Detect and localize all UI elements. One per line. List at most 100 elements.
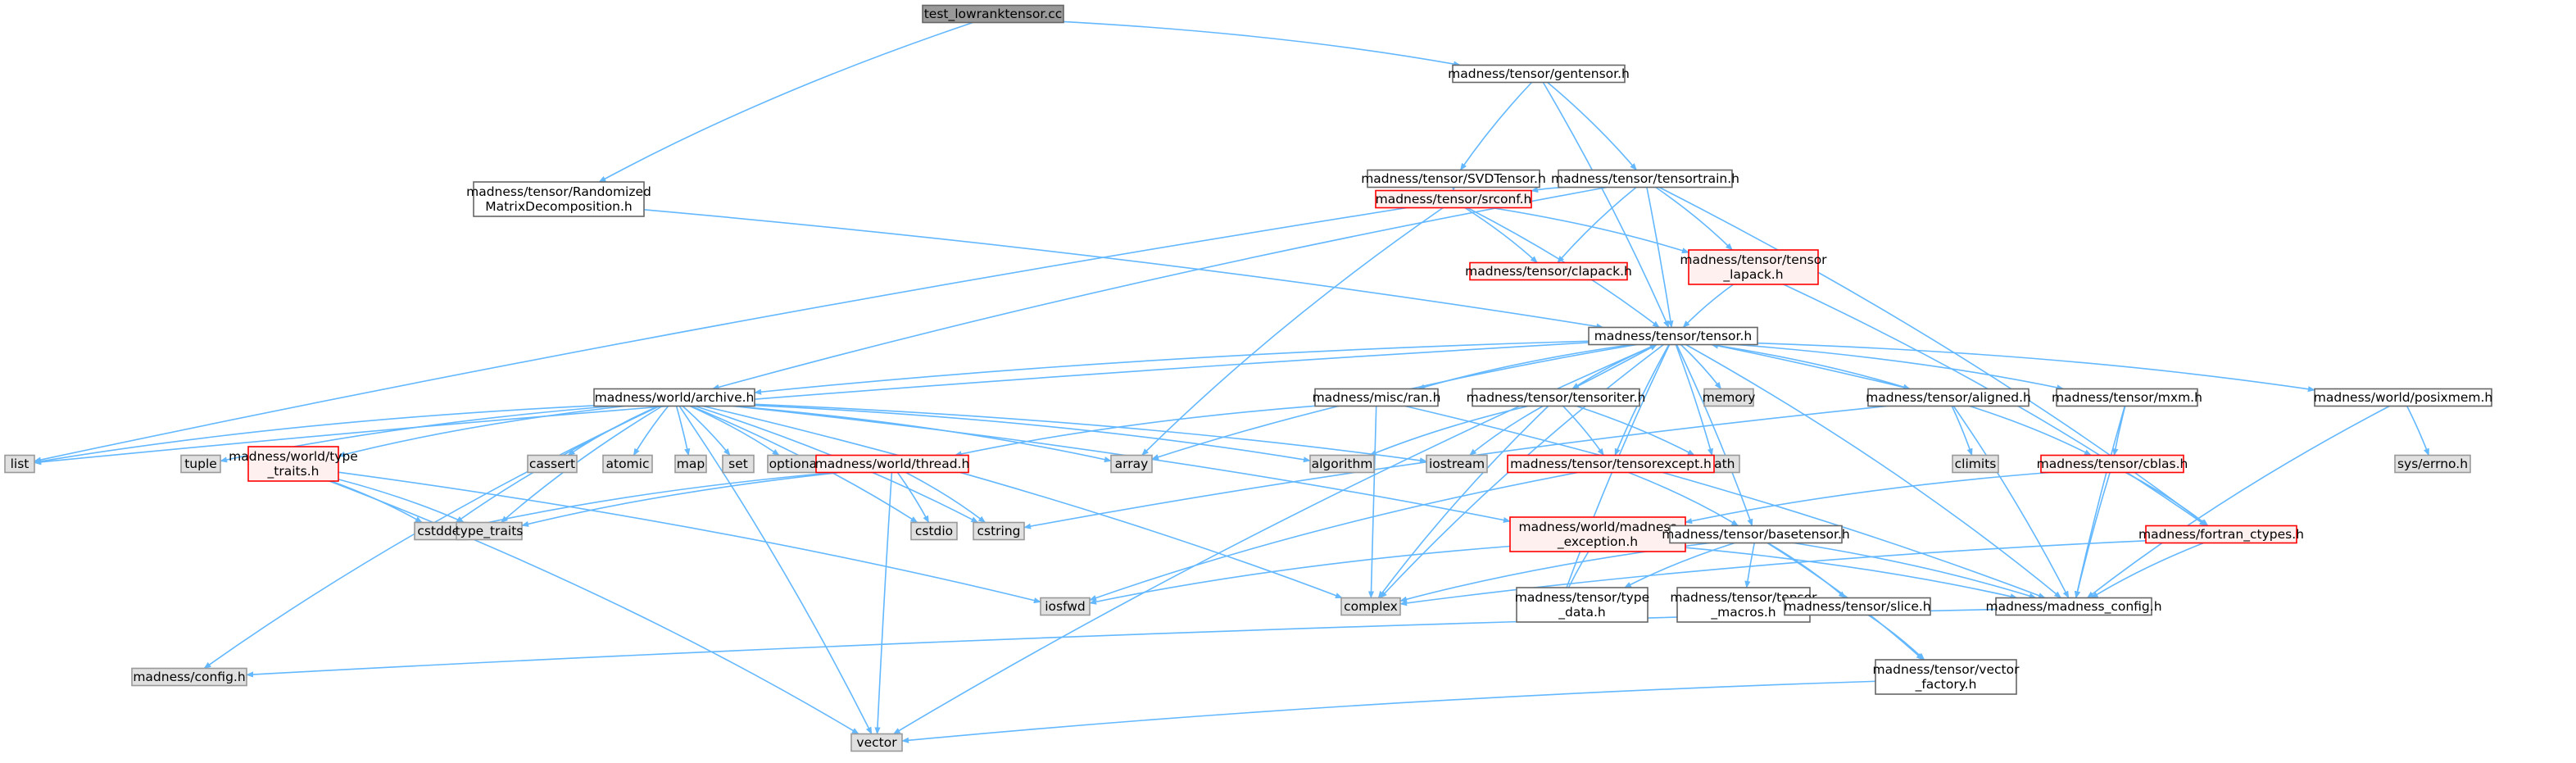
edge-tensor-to-list [34, 342, 1590, 466]
node-label: cstdio [915, 524, 953, 538]
edge-root-to-gentensor [1063, 20, 1462, 67]
node-cstring: cstring [973, 521, 1025, 541]
node-box [1452, 64, 1626, 84]
node-box [1367, 169, 1540, 188]
edge-srconf-to-clapack [1464, 207, 1538, 264]
node-label: madness/config.h [133, 670, 245, 684]
node-box [131, 667, 247, 687]
edge-archive-to-complex [702, 405, 1343, 599]
edge-tensorexcept-to-iosfwd [1089, 471, 1578, 601]
node-rmd[interactable]: madness/tensor/RandomizedMatrixDecomposi… [466, 181, 651, 217]
node-box [1688, 249, 1819, 285]
edge-tensor-to-tensorexcept [1614, 344, 1670, 456]
node-iostream: iostream [1426, 454, 1488, 474]
node-madexcept[interactable]: madness/world/madness_exception.h [1509, 516, 1686, 552]
node-cblas[interactable]: madness/tensor/cblas.h [2037, 454, 2188, 474]
node-slice[interactable]: madness/tensor/slice.h [1784, 597, 1931, 616]
node-label: madness/tensor/srconf.h [1376, 192, 1532, 207]
node-label: iostream [1429, 456, 1485, 471]
edge-tensor-to-archive [754, 340, 1590, 395]
node-tuple: tuple [180, 454, 221, 474]
node-set: set [722, 454, 755, 474]
node-aligned[interactable]: madness/tensor/aligned.h [1866, 388, 2031, 407]
node-srconf[interactable]: madness/tensor/srconf.h [1375, 189, 1532, 209]
node-label: list [11, 456, 29, 471]
edge-cblas-to-madconfig [2075, 472, 2111, 599]
node-tensortrain[interactable]: madness/tensor/tensortrain.h [1551, 169, 1739, 188]
node-box [602, 454, 653, 474]
edge-archive-to-iostream [754, 403, 1427, 464]
node-box [1995, 597, 2152, 616]
node-iosfwd: iosfwd [1040, 597, 1091, 616]
node-tensor[interactable]: madness/tensor/tensor.h [1588, 326, 1758, 346]
node-mxm[interactable]: madness/tensor/mxm.h [2052, 388, 2202, 407]
node-box [1516, 587, 1649, 623]
node-box [722, 454, 755, 474]
node-tensoriter[interactable]: madness/tensor/tensoriter.h [1467, 388, 1646, 407]
node-gentensor[interactable]: madness/tensor/gentensor.h [1448, 64, 1630, 84]
edge-srconf-to-list [34, 207, 1408, 463]
edge-archive-to-optional [689, 405, 780, 456]
edge-tensor-to-basetensor [1676, 344, 1753, 527]
edge-tensoriter-to-cmath [1576, 405, 1695, 456]
node-ran[interactable]: madness/misc/ran.h [1313, 388, 1441, 407]
node-vfactory[interactable]: madness/tensor/vector_factory.h [1873, 659, 2020, 695]
edge-slice-to-vfactory [1867, 614, 1925, 661]
node-label: map [677, 456, 705, 471]
node-tensorlapack[interactable]: madness/tensor/tensor_lapack.h [1680, 249, 1827, 285]
edge-aligned-to-madconfig [1952, 406, 2070, 599]
node-box [1309, 454, 1375, 474]
node-box [456, 521, 523, 541]
node-box [1110, 454, 1153, 474]
edge-madexcept-to-iosfwd [1089, 545, 1511, 605]
node-label: vector [856, 735, 897, 750]
node-box [247, 446, 339, 482]
node-typetraits[interactable]: madness/world/type_traits.h [229, 446, 358, 482]
node-fortran[interactable]: madness/fortran_ctypes.h [2138, 525, 2304, 544]
node-box [1784, 597, 1931, 616]
edge-basetensor-to-typedata [1624, 542, 1735, 588]
node-box [1472, 388, 1640, 407]
node-label: madness/world/type [229, 449, 358, 464]
node-box [910, 521, 958, 541]
node-clapack[interactable]: madness/tensor/clapack.h [1465, 261, 1632, 281]
node-label: madness/world/posixmem.h [2314, 390, 2492, 405]
edge-posixmem-to-madconfig [2086, 405, 2390, 599]
node-tensorexcept[interactable]: madness/tensor/tensorexcept.h [1507, 454, 1715, 474]
node-label: madness/tensor/tensor [1670, 590, 1817, 605]
node-label: atomic [606, 456, 650, 471]
node-box [527, 454, 578, 474]
node-label: madness/tensor/tensoriter.h [1467, 390, 1646, 405]
node-posixmem[interactable]: madness/world/posixmem.h [2314, 388, 2492, 407]
node-basetensor[interactable]: madness/tensor/basetensor.h [1662, 525, 1850, 544]
node-label: madness/tensor/gentensor.h [1448, 66, 1630, 81]
node-array: array [1110, 454, 1153, 474]
node-label: tuple [184, 456, 217, 471]
node-box [2040, 454, 2184, 474]
node-archive[interactable]: madness/world/archive.h [593, 388, 755, 407]
node-label: test_lowranktensor.cc [924, 7, 1063, 22]
node-root[interactable]: test_lowranktensor.cc [922, 4, 1064, 24]
node-typedata[interactable]: madness/tensor/type_data.h [1515, 587, 1649, 623]
edge-ran-to-thread [954, 405, 1316, 457]
node-algorithm: algorithm [1309, 454, 1375, 474]
edge-tensoriter-to-complex [1377, 405, 1549, 599]
node-thread[interactable]: madness/world/thread.h [815, 454, 970, 474]
node-syserrno: sys/errno.h [2394, 454, 2471, 474]
node-box [674, 454, 707, 474]
edge-tensoriter-to-algorithm [1368, 405, 1529, 456]
node-box [1340, 597, 1401, 616]
edge-tensorexcept-to-basetensor [1628, 471, 1739, 527]
node-box [4, 454, 35, 474]
node-svdtensor[interactable]: madness/tensor/SVDTensor.h [1361, 169, 1546, 188]
node-cstdio: cstdio [910, 521, 958, 541]
node-box [1703, 388, 1754, 407]
node-label: madness/tensor/Randomized [466, 184, 651, 199]
edge-aligned-to-tensor [1711, 343, 1911, 390]
edge-tensorlapack-to-tensor [1682, 284, 1734, 329]
node-madconfig[interactable]: madness/madness_config.h [1985, 597, 2162, 616]
edge-typetraits-to-std_typetraits [338, 479, 465, 524]
node-label: madness/tensor/type [1515, 590, 1649, 605]
node-label: _traits.h [267, 464, 320, 479]
node-cstddef: cstddef [414, 521, 468, 541]
